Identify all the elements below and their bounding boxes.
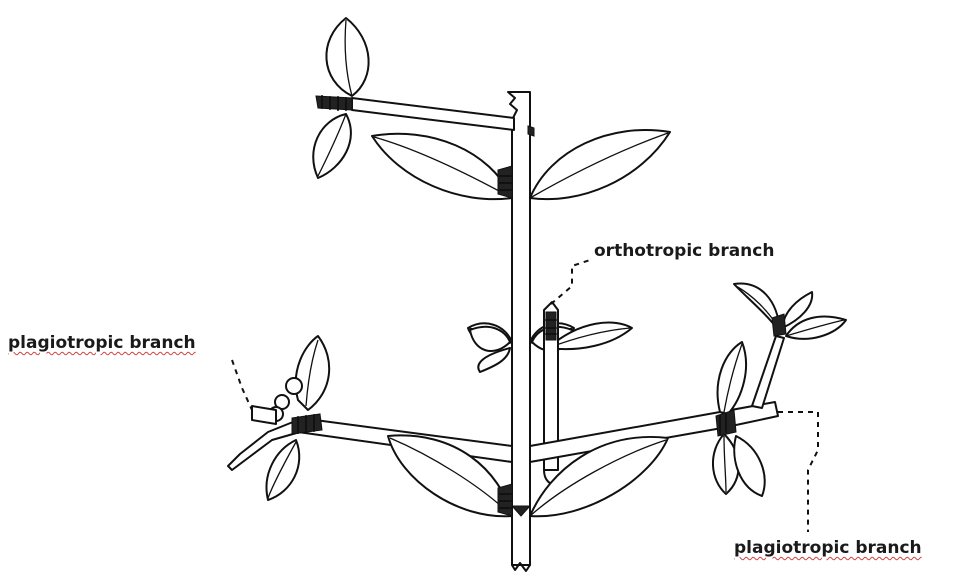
- left-fruit-cluster: [252, 336, 329, 500]
- label-plagiotropic-branch-left: plagiotropic branch: [8, 333, 196, 353]
- lower-plagiotropic-branch: [228, 402, 778, 470]
- leader-line-plagiotropic-left: [232, 360, 252, 410]
- right-leaf-cluster: [713, 283, 846, 496]
- label-orthotropic-branch: orthotropic branch: [594, 241, 774, 261]
- label-plagiotropic-branch-right: plagiotropic branch: [734, 538, 922, 558]
- leader-line-plagiotropic-right: [778, 412, 818, 532]
- leader-line-orthotropic: [551, 260, 590, 304]
